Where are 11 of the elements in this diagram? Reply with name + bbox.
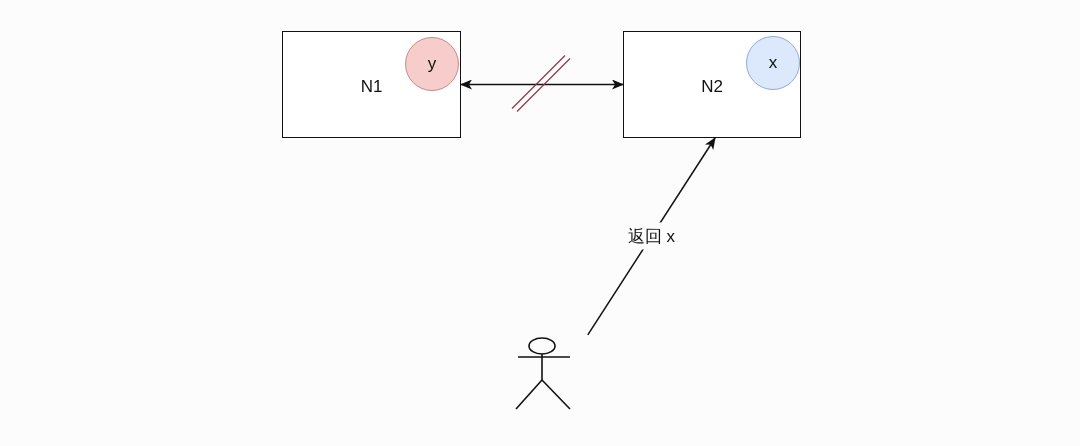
variable-circle [405, 37, 459, 91]
box-label: N1 [360, 76, 383, 97]
variable-label: y [427, 54, 437, 74]
variable-label: x [768, 53, 778, 73]
arrow [460, 79, 624, 90]
process-box [282, 31, 461, 138]
person-figure [515, 337, 571, 410]
variable-circle [746, 36, 800, 90]
edge-label: 返回 x [626, 222, 676, 250]
process-box [623, 31, 801, 138]
box-label: N2 [701, 76, 723, 97]
